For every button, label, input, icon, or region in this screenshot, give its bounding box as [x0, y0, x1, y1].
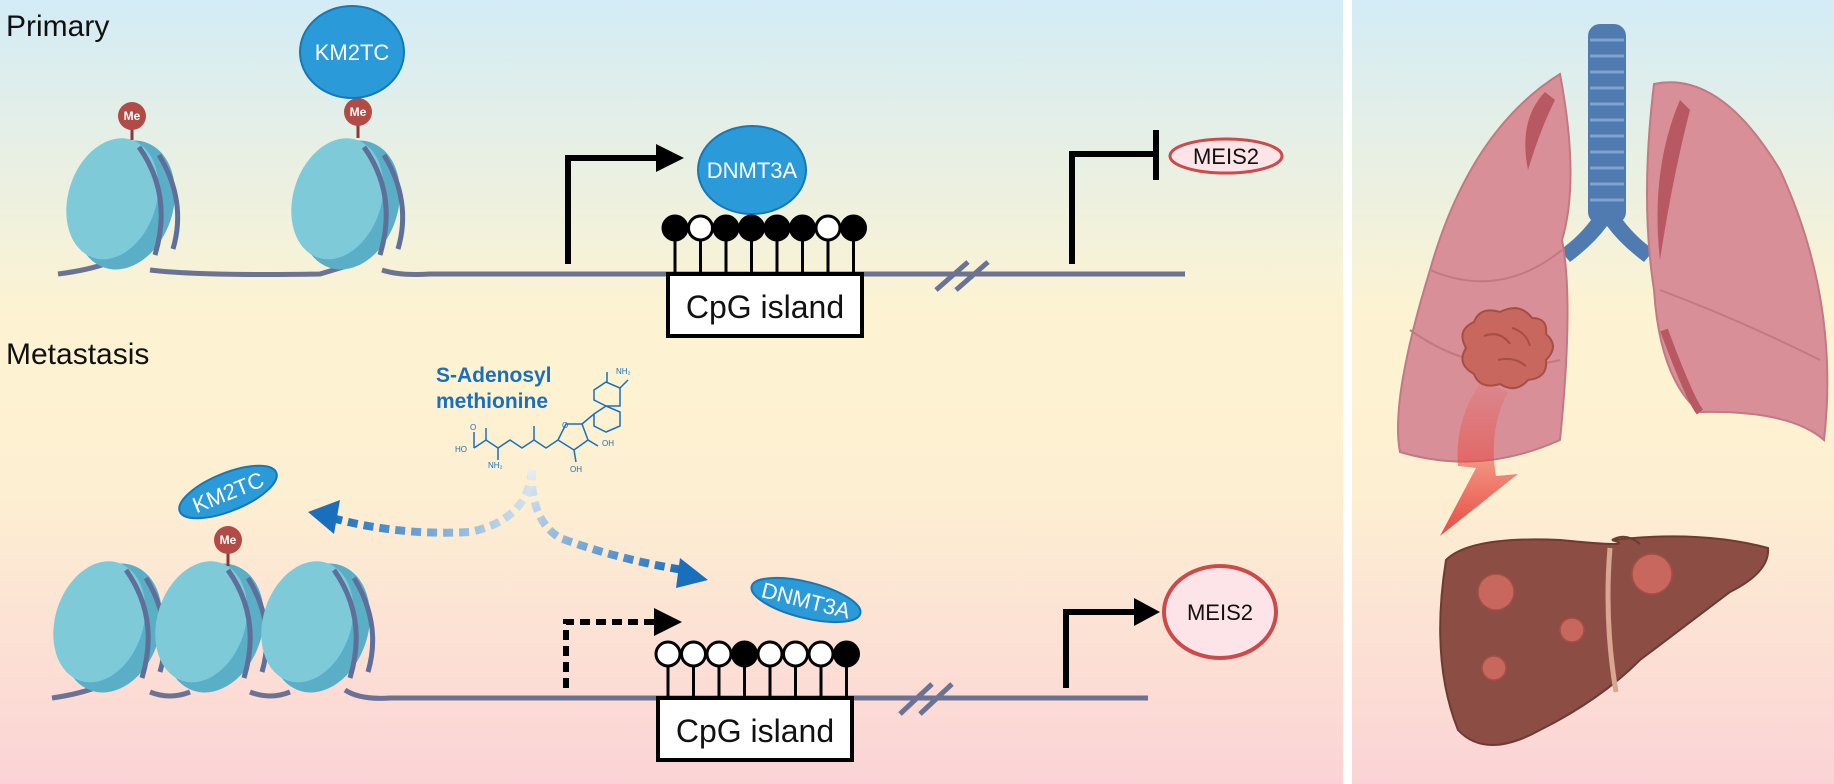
- promoter-arrow: [565, 155, 658, 264]
- sam-nh2-label: NH₂: [488, 461, 503, 470]
- unmethylated-cpg: [756, 640, 784, 668]
- cpg-lollipops: [654, 640, 860, 698]
- dna-break-mark: [934, 260, 990, 292]
- methylated-cpg: [840, 214, 867, 242]
- weak-promoter-arrow: [563, 619, 654, 688]
- svg-text:Me: Me: [124, 109, 141, 123]
- methylated-cpg: [731, 640, 758, 668]
- methylated-cpg: [738, 214, 765, 242]
- repression-symbol: [1069, 151, 1156, 264]
- methyl-mark: Me: [118, 102, 146, 130]
- sam-molecule-icon: [473, 372, 629, 463]
- methylated-cpg: [833, 640, 860, 668]
- tumor-icon: [1461, 307, 1554, 390]
- activation-arrow: [1063, 609, 1136, 688]
- methyl-mark: Me: [344, 98, 372, 126]
- cpg-island-box: CpG island: [656, 696, 854, 762]
- sam-oh2-label: OH: [570, 465, 582, 474]
- liver-icon: [1439, 535, 1770, 746]
- svg-text:CpG island: CpG island: [686, 289, 844, 325]
- sam-ring-o-label: O: [562, 421, 568, 430]
- dnmt3a-protein: DNMT3A: [697, 125, 807, 215]
- dna-break-mark: [898, 682, 954, 716]
- sam-arrow-to-km2tc: [308, 469, 536, 537]
- methylated-cpg: [712, 214, 740, 242]
- primary-label: Primary: [6, 10, 109, 43]
- dnmt3a-protein: DNMT3A: [750, 576, 862, 624]
- metastasis-row: S-Adenosyl methionine HO O NH₂ OH OH O N…: [38, 364, 1278, 762]
- sam-label-line1: S-Adenosyl: [436, 364, 552, 387]
- sam-ho-label: HO: [455, 445, 467, 454]
- unmethylated-cpg: [814, 214, 842, 242]
- sam-o-label: O: [470, 423, 476, 432]
- panel-divider: [1343, 0, 1352, 784]
- meis2-protein: MEIS2: [1168, 137, 1284, 175]
- unmethylated-cpg: [705, 640, 733, 668]
- sam-arrow-to-dnmt3a: [527, 469, 708, 588]
- svg-text:Me: Me: [220, 533, 237, 547]
- primary-row: Me Me KM2TC DNMT3A CpG island: [51, 5, 1284, 338]
- sam-label-line2: methionine: [436, 390, 548, 413]
- tumor-icon: [1477, 553, 1673, 681]
- svg-text:KM2TC: KM2TC: [315, 40, 390, 65]
- methylated-cpg: [789, 214, 816, 242]
- methylated-cpg: [661, 214, 689, 242]
- cpg-island-box: CpG island: [666, 272, 864, 338]
- svg-text:Me: Me: [350, 105, 367, 119]
- metastasis-label: Metastasis: [6, 338, 149, 371]
- metastasis-arrow: [1440, 380, 1518, 536]
- km2tc-protein: KM2TC: [299, 5, 405, 99]
- sam-amine-label: NH₂: [616, 367, 631, 376]
- unmethylated-cpg: [654, 640, 682, 668]
- meis2-protein: MEIS2: [1162, 564, 1278, 660]
- cpg-lollipops: [661, 214, 867, 274]
- svg-text:DNMT3A: DNMT3A: [707, 158, 798, 183]
- km2tc-protein: KM2TC: [178, 464, 278, 520]
- unmethylated-cpg: [680, 640, 707, 668]
- methylated-cpg: [763, 214, 791, 242]
- svg-text:MEIS2: MEIS2: [1193, 144, 1259, 169]
- svg-text:CpG island: CpG island: [676, 713, 834, 749]
- dna-strand: [51, 683, 1148, 701]
- unmethylated-cpg: [807, 640, 835, 668]
- unmethylated-cpg: [687, 214, 714, 242]
- sam-oh-label: OH: [602, 439, 614, 448]
- unmethylated-cpg: [782, 640, 809, 668]
- svg-text:MEIS2: MEIS2: [1187, 600, 1253, 625]
- methyl-mark: Me: [214, 526, 242, 554]
